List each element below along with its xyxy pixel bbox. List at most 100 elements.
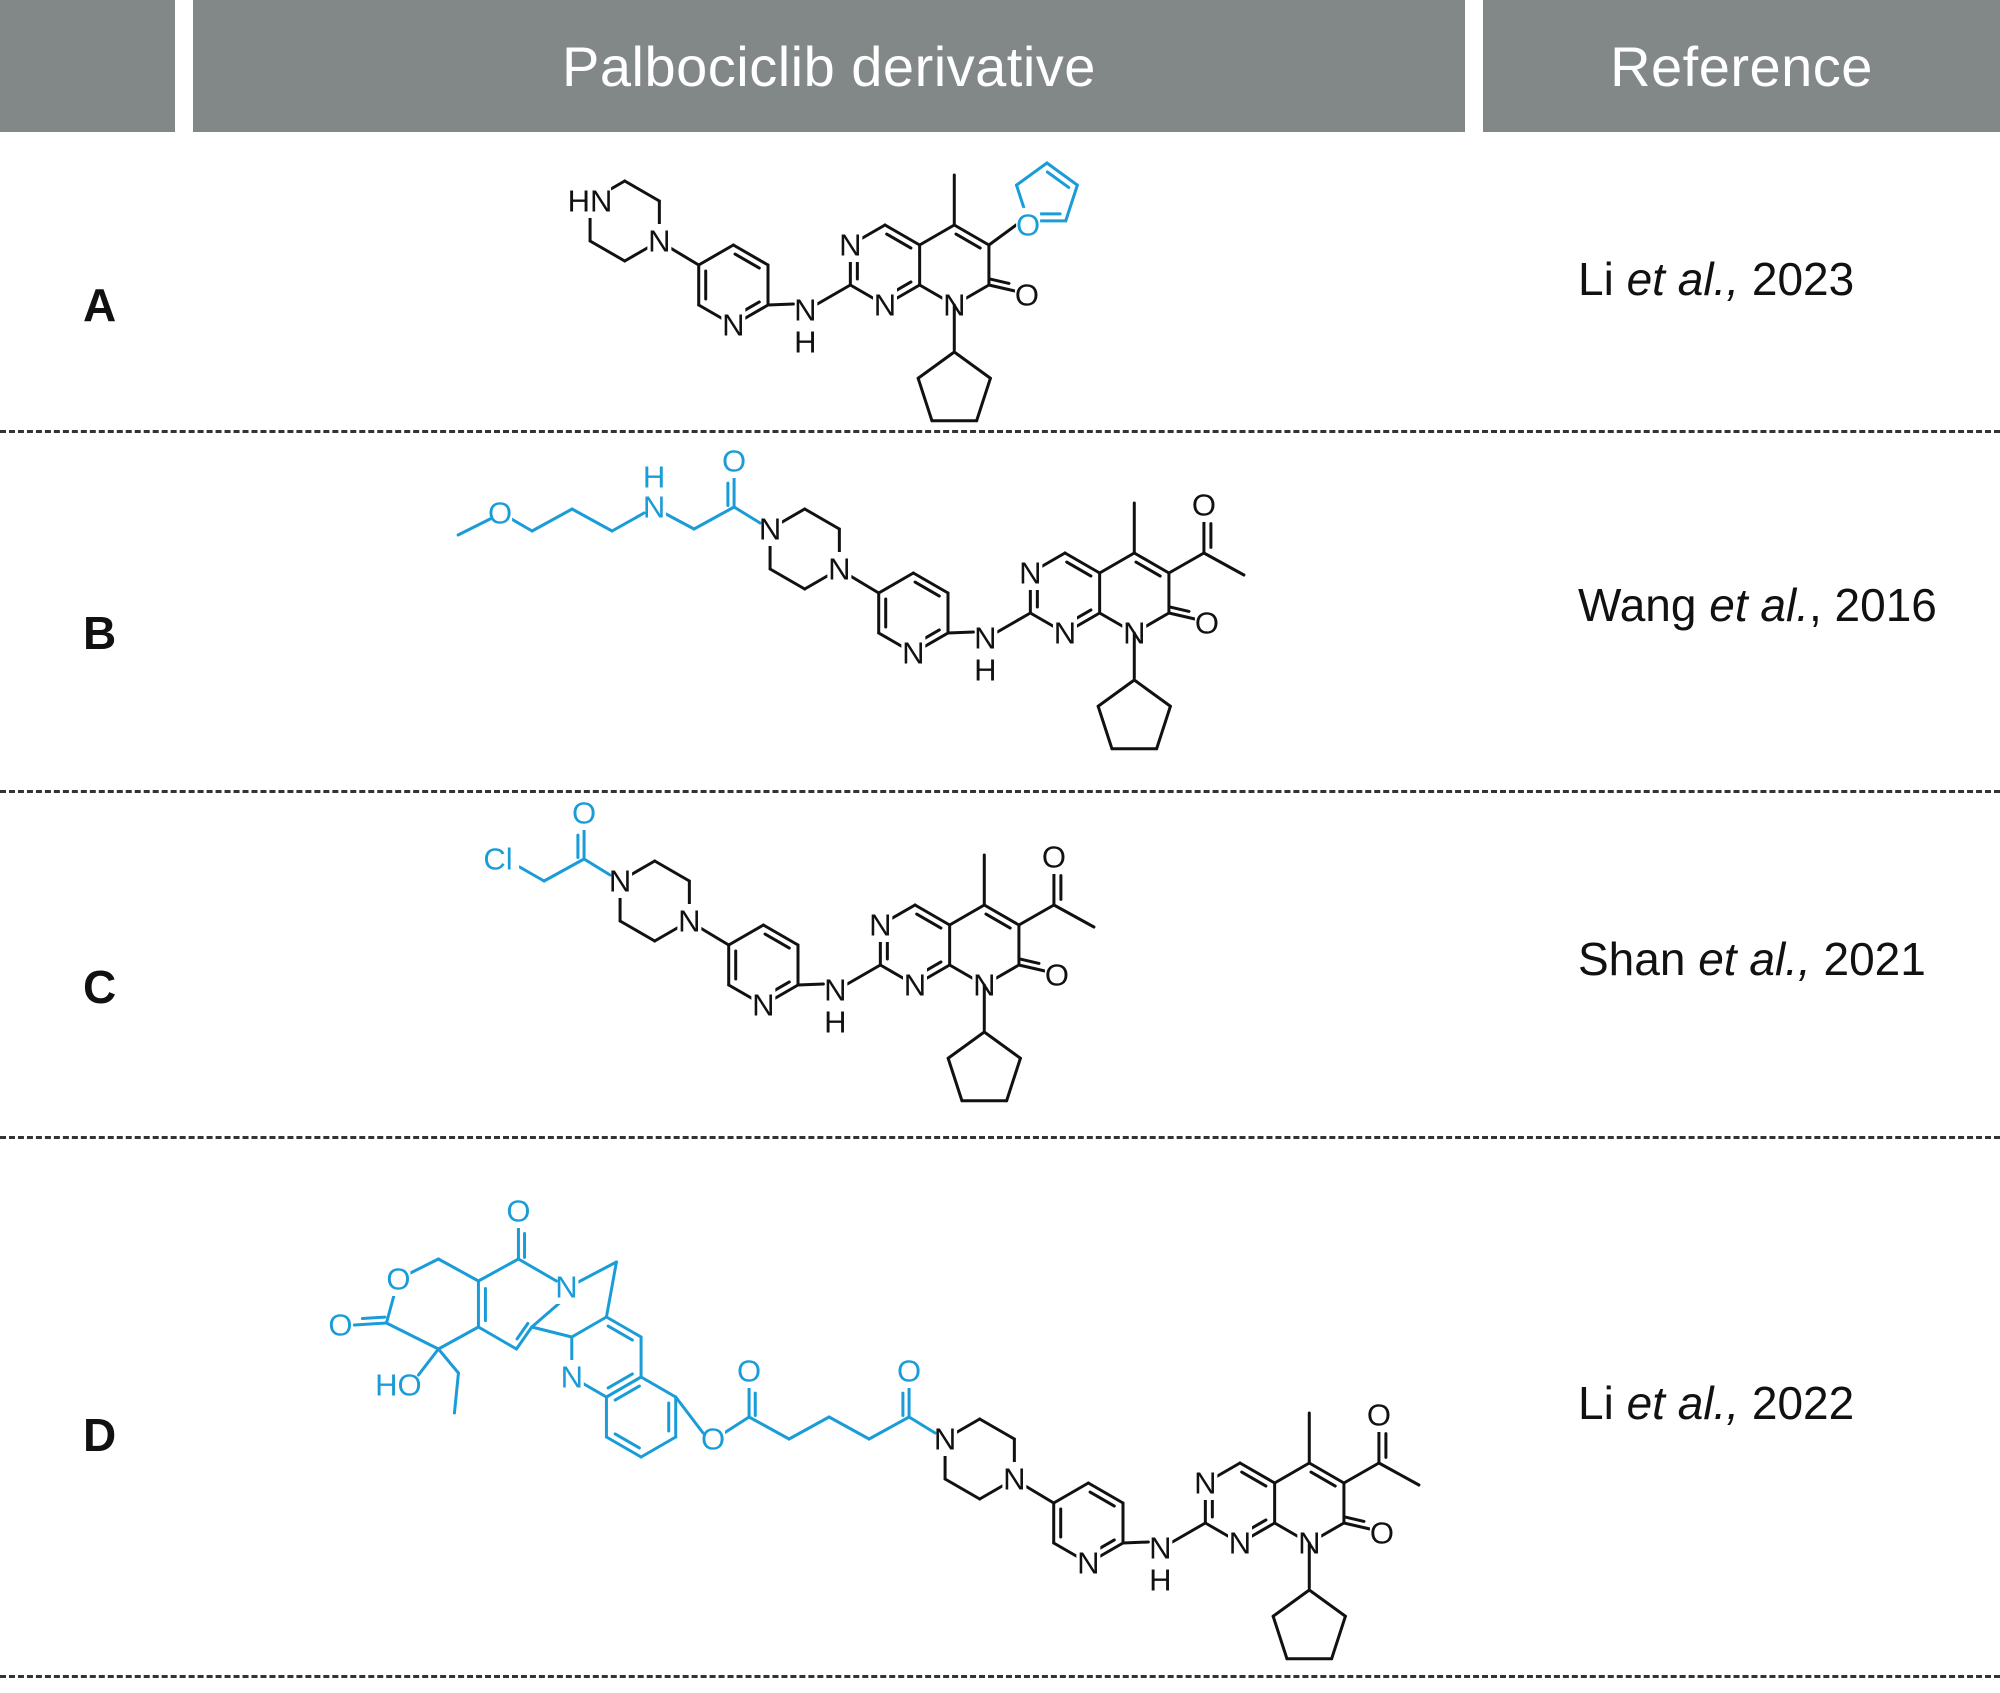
- bond: [1132, 551, 1171, 575]
- label-backdrop: [751, 988, 776, 1022]
- label-backdrop: [1194, 606, 1219, 640]
- bond: [1202, 551, 1246, 577]
- atom-label: O: [1042, 840, 1066, 875]
- label-backdrop: [1018, 556, 1043, 590]
- bond: [907, 1415, 937, 1435]
- bond: [761, 923, 800, 947]
- bond: [1309, 1470, 1337, 1488]
- bond: [588, 239, 627, 263]
- label-backdrop: [933, 1422, 958, 1456]
- bond: [604, 1260, 618, 1319]
- bond: [1167, 551, 1206, 575]
- label-backdrop: [737, 1354, 762, 1388]
- bond: [653, 859, 691, 883]
- atom-label: N: [752, 988, 774, 1023]
- atom-label: O: [701, 1422, 725, 1457]
- label-backdrop: [386, 1262, 411, 1296]
- bond: [515, 1322, 530, 1341]
- bond: [954, 232, 982, 250]
- atom-label: N: [561, 1360, 583, 1395]
- header-cell-blank: [0, 0, 175, 132]
- row-divider: [0, 430, 2000, 433]
- bond: [1096, 704, 1114, 751]
- bond: [1098, 551, 1136, 575]
- label-backdrop: [701, 1422, 726, 1456]
- label-backdrop: [642, 490, 667, 524]
- bond: [1064, 183, 1079, 223]
- label-backdrop: [328, 1308, 353, 1342]
- bond: [763, 932, 791, 950]
- bond: [416, 1347, 440, 1377]
- ref-author: Li: [1578, 253, 1614, 305]
- label-backdrop: [559, 1360, 584, 1394]
- atom-label: N: [1077, 1546, 1099, 1581]
- atom-label: N: [648, 224, 670, 259]
- bond: [1330, 1614, 1347, 1661]
- bond: [827, 1415, 871, 1441]
- bond: [1307, 1588, 1347, 1618]
- bond: [987, 221, 1021, 247]
- bond: [1019, 957, 1041, 965]
- atom-label: O: [328, 1308, 352, 1343]
- label-backdrop: [477, 842, 520, 876]
- label-backdrop: [1366, 1398, 1391, 1432]
- label-backdrop: [377, 1368, 420, 1402]
- bond: [610, 511, 646, 533]
- bond: [1155, 704, 1172, 751]
- bond: [732, 505, 762, 525]
- ref-etal: et al.: [1709, 579, 1809, 631]
- bond: [570, 507, 614, 533]
- label-backdrop: [647, 224, 672, 258]
- bond: [360, 1315, 387, 1320]
- atom-label: N: [828, 552, 850, 587]
- bond: [1238, 1461, 1277, 1485]
- atom-label: N: [874, 288, 896, 323]
- atom-label: N: [609, 864, 631, 899]
- ref-etal: et al.,: [1698, 933, 1811, 985]
- ref-author: Wang: [1578, 579, 1697, 631]
- ref-author: Li: [1578, 1377, 1614, 1429]
- row-label-a: A: [83, 279, 117, 331]
- bond: [719, 1415, 751, 1437]
- bond: [952, 223, 991, 247]
- label-backdrop: [793, 293, 818, 327]
- bond: [943, 1477, 982, 1501]
- atom-label: O: [1195, 606, 1219, 641]
- atom-label: O: [722, 444, 746, 479]
- ref-year: 2023: [1751, 253, 1855, 305]
- label-backdrop: [554, 1270, 579, 1304]
- bond: [883, 223, 922, 247]
- atom-label: N: [794, 293, 816, 328]
- bond: [604, 1315, 643, 1339]
- bond: [915, 912, 943, 930]
- label-backdrop: [1228, 1526, 1252, 1560]
- bond: [867, 1415, 911, 1441]
- structure-d: NNNOONHNNNOOONNOOOHO: [328, 1194, 1421, 1661]
- bond: [697, 925, 731, 947]
- label-backdrop: [1002, 1462, 1027, 1496]
- row-divider: [0, 1136, 2000, 1139]
- bond: [1017, 963, 1047, 973]
- atom-label: O: [897, 1354, 921, 1389]
- atom-label: N: [824, 973, 846, 1008]
- bond: [604, 1375, 643, 1399]
- bond: [456, 517, 492, 537]
- atom-label: N: [904, 968, 926, 1003]
- bond: [1052, 1481, 1090, 1505]
- bond: [845, 963, 882, 986]
- atom-label: H: [974, 653, 996, 688]
- header-cell-derivative: Palbociclib derivative: [193, 0, 1465, 132]
- bond: [692, 505, 736, 531]
- label-backdrop: [827, 552, 852, 586]
- atom-label: O: [506, 1194, 530, 1229]
- label-backdrop: [838, 228, 863, 262]
- bond: [384, 1321, 440, 1351]
- atom-label: N: [839, 228, 861, 263]
- bond: [530, 507, 574, 533]
- atom-label: N: [974, 621, 996, 656]
- label-backdrop: [823, 973, 848, 1007]
- ref-year: 2021: [1823, 933, 1926, 985]
- bond: [747, 1415, 791, 1441]
- label-backdrop: [903, 968, 927, 1002]
